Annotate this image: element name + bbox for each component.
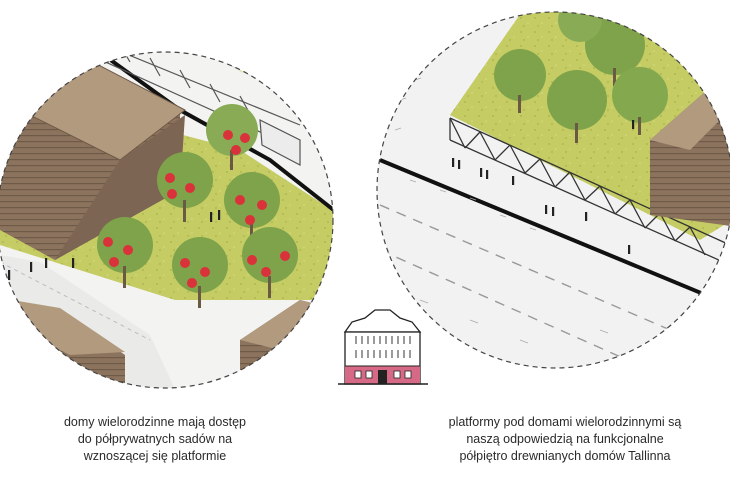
right-vignette [376, 11, 730, 369]
tree [547, 70, 607, 143]
caption-right-line: platformy pod domami wielorodzinnymi są [448, 415, 682, 429]
fruit-tree [157, 152, 213, 222]
fruit-tree [206, 104, 258, 170]
caption-right: platformy pod domami wielorodzinnymi są … [430, 414, 700, 465]
tree [558, 12, 602, 42]
tree [494, 49, 546, 113]
caption-left-line: do półprywatnych sadów na [77, 432, 233, 446]
fruit-tree [97, 217, 153, 288]
people [8, 210, 221, 280]
tallinn-wooden-house-icon [338, 309, 428, 385]
multifamily-building-right [650, 70, 730, 230]
tree [585, 15, 645, 86]
fruit-tree [224, 172, 280, 244]
fruit-tree [242, 227, 298, 298]
caption-right-line: naszą odpowiedzią na funkcjonalne [466, 432, 664, 446]
left-vignette [0, 51, 334, 389]
caption-left: domy wielorodzinne mają dostęp do półpry… [30, 414, 280, 465]
tree [612, 67, 668, 135]
caption-left-line: domy wielorodzinne mają dostęp [63, 415, 247, 429]
caption-left-line: wznoszącej się platformie [83, 449, 227, 463]
fruit-tree [172, 237, 228, 308]
caption-right-line: półpiętro drewnianych domów Tallinna [459, 449, 671, 463]
people [452, 120, 635, 254]
truss-platform [449, 117, 730, 266]
